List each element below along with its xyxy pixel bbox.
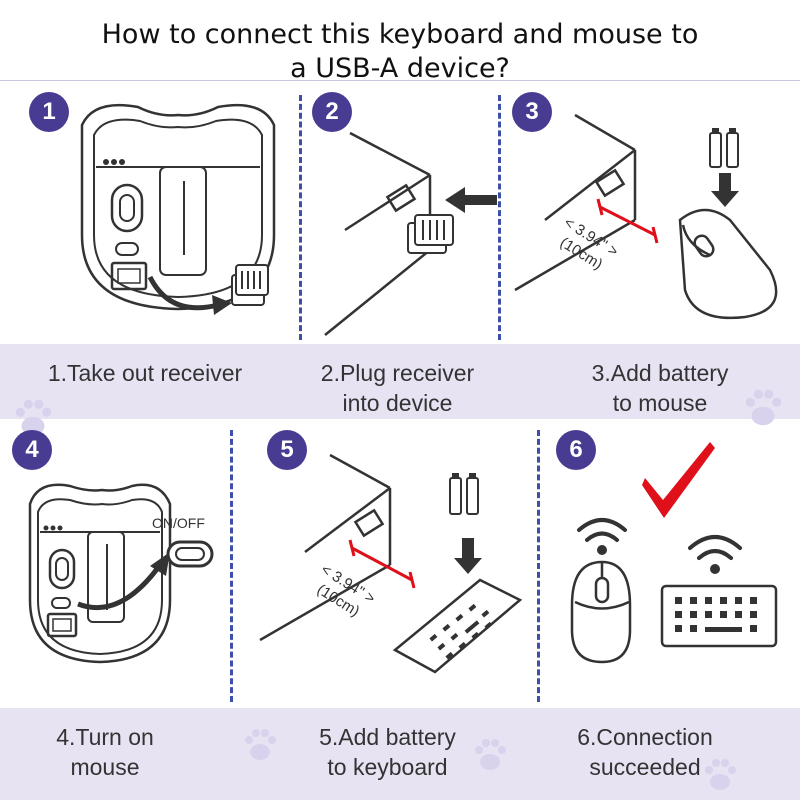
title-divider xyxy=(0,80,800,81)
step-6-caption: 6.Connection succeeded xyxy=(530,722,760,782)
arrow-icon xyxy=(711,173,739,207)
arrow-icon xyxy=(454,538,482,574)
step-number-4: 4 xyxy=(12,430,52,470)
step-5-caption: 5.Add battery to keyboard xyxy=(270,722,505,782)
step-number-1: 1 xyxy=(29,92,69,132)
receiver-slot xyxy=(110,261,148,291)
usb-port xyxy=(385,183,417,213)
paw-icon xyxy=(745,389,782,426)
caption-line: 4.Turn on xyxy=(56,724,154,750)
caption-line: mouse xyxy=(70,754,140,780)
mouse-top xyxy=(678,208,778,320)
wifi-icon xyxy=(688,535,742,574)
keyboard-top xyxy=(660,584,778,648)
step-number-6: 6 xyxy=(556,430,596,470)
caption-band-top xyxy=(0,344,800,419)
step-number-3: 3 xyxy=(512,92,552,132)
caption-line: succeeded xyxy=(589,754,701,780)
usb-receiver-icon xyxy=(407,214,454,254)
title-line-1: How to connect this keyboard and mouse t… xyxy=(101,19,699,50)
divider xyxy=(498,95,501,340)
step-1-illustration xyxy=(80,103,276,315)
arrow-icon xyxy=(445,187,497,213)
title-line-2: a USB-A device? xyxy=(290,53,510,84)
step-2-caption: 2.Plug receiver into device xyxy=(290,358,505,418)
mouse-top xyxy=(570,560,632,664)
distance-bar xyxy=(351,546,413,582)
caption-line: 3.Add battery xyxy=(591,360,729,386)
caption-line: 5.Add battery xyxy=(319,724,456,750)
step-number-2: 2 xyxy=(312,92,352,132)
on-off-label: ON/OFF xyxy=(152,515,205,531)
caption-line: to keyboard xyxy=(327,754,448,780)
step-6-illustration xyxy=(570,442,778,664)
caption-line: 1.Take out receiver xyxy=(47,360,243,386)
keyboard-back xyxy=(392,578,523,674)
step-3-illustration: < 3.94" > (10cm) xyxy=(514,113,778,320)
arrow-icon xyxy=(77,563,163,610)
sensor xyxy=(110,183,144,233)
arrow-icon xyxy=(147,275,219,311)
paw-icon xyxy=(245,729,276,760)
paw-icon xyxy=(705,759,736,790)
step-3-caption: 3.Add battery to mouse xyxy=(545,358,775,418)
step-4-caption: 4.Turn on mouse xyxy=(0,722,210,782)
wifi-icon xyxy=(577,518,627,555)
paw-icon xyxy=(475,739,506,770)
caption-line: 2.Plug receiver xyxy=(320,360,475,386)
caption-line: into device xyxy=(342,390,453,416)
caption-line: to mouse xyxy=(612,390,708,416)
distance-bar xyxy=(599,205,656,237)
battery-icon xyxy=(709,128,739,168)
battery-icon xyxy=(449,473,479,515)
caption-band-bottom xyxy=(0,708,800,800)
step-4-illustration: ON/OFF xyxy=(28,483,214,664)
step-2-illustration xyxy=(324,131,497,336)
power-switch xyxy=(115,242,139,256)
usb-port xyxy=(594,168,626,198)
caption-line: 6.Connection xyxy=(577,724,713,750)
step-1-caption: 1.Take out receiver xyxy=(10,358,280,388)
divider xyxy=(230,430,233,702)
divider xyxy=(299,95,302,340)
usb-receiver-icon xyxy=(231,264,269,306)
usb-port xyxy=(353,508,385,538)
page-title: How to connect this keyboard and mouse t… xyxy=(0,18,800,86)
device-edge xyxy=(349,131,431,177)
mouse-underside-outline xyxy=(80,103,276,311)
divider xyxy=(537,430,540,702)
checkmark-icon xyxy=(642,442,715,518)
mouse-underside-inner xyxy=(93,118,263,299)
step-5-illustration: < 3.94" > (10cm) xyxy=(259,453,523,674)
step-number-5: 5 xyxy=(267,430,307,470)
